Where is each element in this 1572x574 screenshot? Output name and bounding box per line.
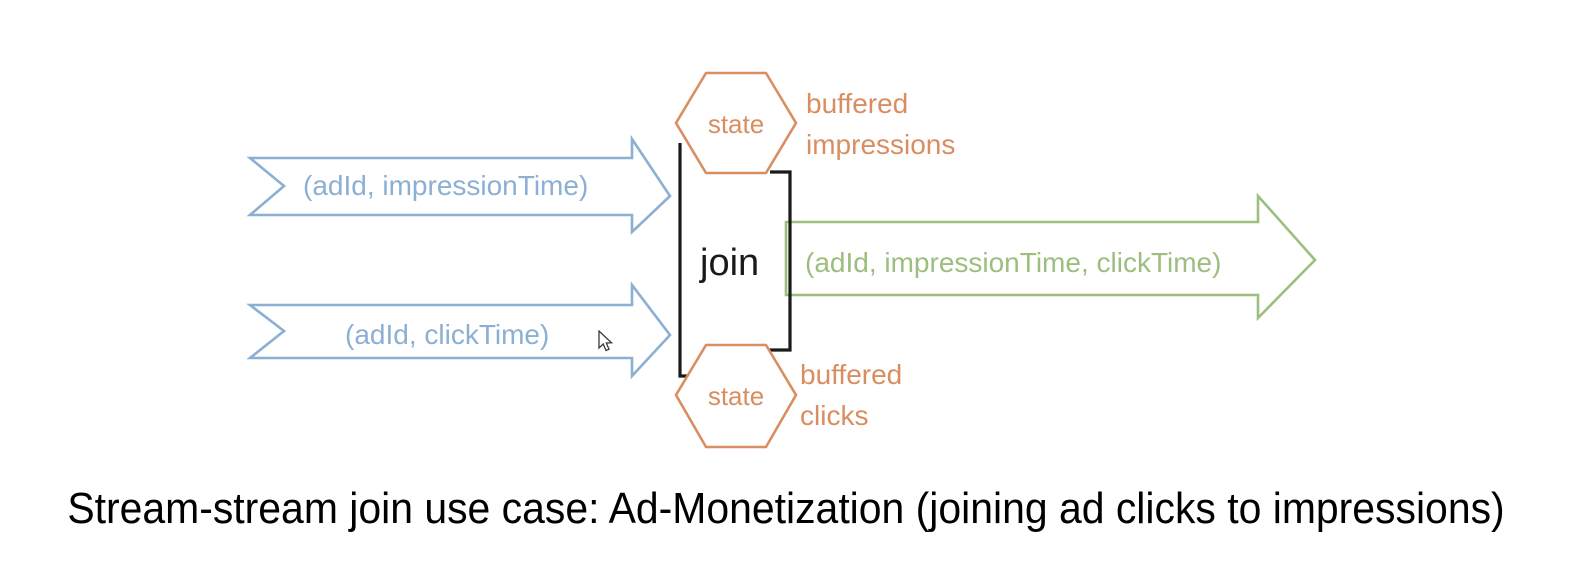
state-annotation-impressions-line1: buffered bbox=[806, 88, 908, 119]
state-annotation-impressions-line2: impressions bbox=[806, 129, 955, 160]
input-arrow-clicks-label: (adId, clickTime) bbox=[345, 319, 549, 350]
state-hexagon-clicks-shape bbox=[674, 343, 798, 449]
input-arrow-clicks: (adId, clickTime) bbox=[246, 281, 672, 380]
state-hexagon-impressions-shape bbox=[674, 71, 798, 175]
state-hexagon-clicks: state bbox=[674, 343, 798, 449]
join-processor-label: join bbox=[699, 242, 759, 284]
state-annotation-clicks-line1: buffered bbox=[800, 359, 902, 390]
input-arrow-impressions-label: (adId, impressionTime) bbox=[303, 170, 588, 201]
state-hexagon-impressions: state bbox=[674, 71, 798, 175]
join-processor: join bbox=[678, 143, 792, 378]
input-arrow-impressions: (adId, impressionTime) bbox=[246, 134, 672, 236]
state-hexagon-clicks-label: state bbox=[708, 381, 764, 411]
state-hexagon-impressions-label: state bbox=[708, 109, 764, 139]
state-annotation-impressions: buffered impressions bbox=[806, 88, 955, 160]
output-arrow-joined-label: (adId, impressionTime, clickTime) bbox=[805, 247, 1221, 278]
input-arrow-clicks-shape bbox=[246, 281, 672, 380]
output-arrow-joined: (adId, impressionTime, clickTime) bbox=[784, 192, 1317, 322]
state-annotation-clicks-line2: clicks bbox=[800, 400, 868, 431]
output-arrow-joined-shape bbox=[784, 192, 1317, 322]
page-title: Stream-stream join use case: Ad-Monetiza… bbox=[67, 484, 1505, 533]
state-annotation-clicks: buffered clicks bbox=[800, 359, 902, 431]
input-arrow-impressions-shape bbox=[246, 134, 672, 236]
